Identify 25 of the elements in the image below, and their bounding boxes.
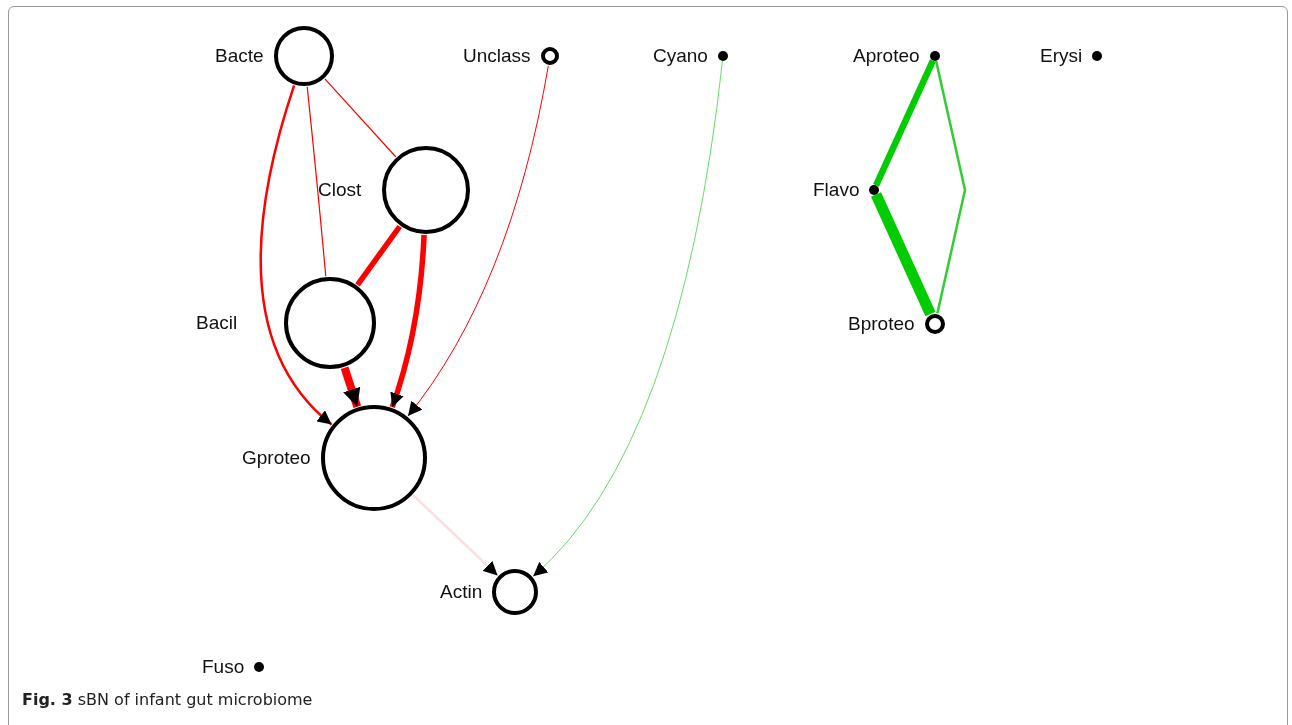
arrow — [389, 234, 427, 409]
connector-line — [873, 59, 936, 187]
node-label: Unclass — [463, 45, 531, 67]
arrow — [412, 494, 499, 577]
node-label: Bacil — [196, 312, 238, 334]
node-label: Actin — [440, 581, 483, 603]
connector-line — [324, 78, 397, 158]
node-label: Flavo — [813, 179, 860, 201]
node-label: Gproteo — [242, 447, 311, 469]
connector-line — [871, 192, 936, 317]
node-label: Erysi — [1040, 45, 1083, 67]
node-label: Fuso — [202, 656, 245, 678]
node-label: Clost — [318, 179, 362, 201]
node-label: Bacte — [215, 45, 264, 67]
node-label: Bproteo — [848, 313, 915, 335]
arrow — [340, 366, 362, 408]
connector-line — [306, 86, 327, 277]
arrow — [532, 60, 723, 577]
arrow — [407, 65, 549, 417]
arrow — [259, 85, 333, 426]
figure-caption: Fig. 3 sBN of infant gut microbiome — [22, 690, 313, 709]
node-label: Aproteo — [853, 45, 920, 67]
node-label: Cyano — [653, 45, 708, 67]
connector-line — [934, 60, 967, 314]
connector-line — [355, 224, 402, 287]
